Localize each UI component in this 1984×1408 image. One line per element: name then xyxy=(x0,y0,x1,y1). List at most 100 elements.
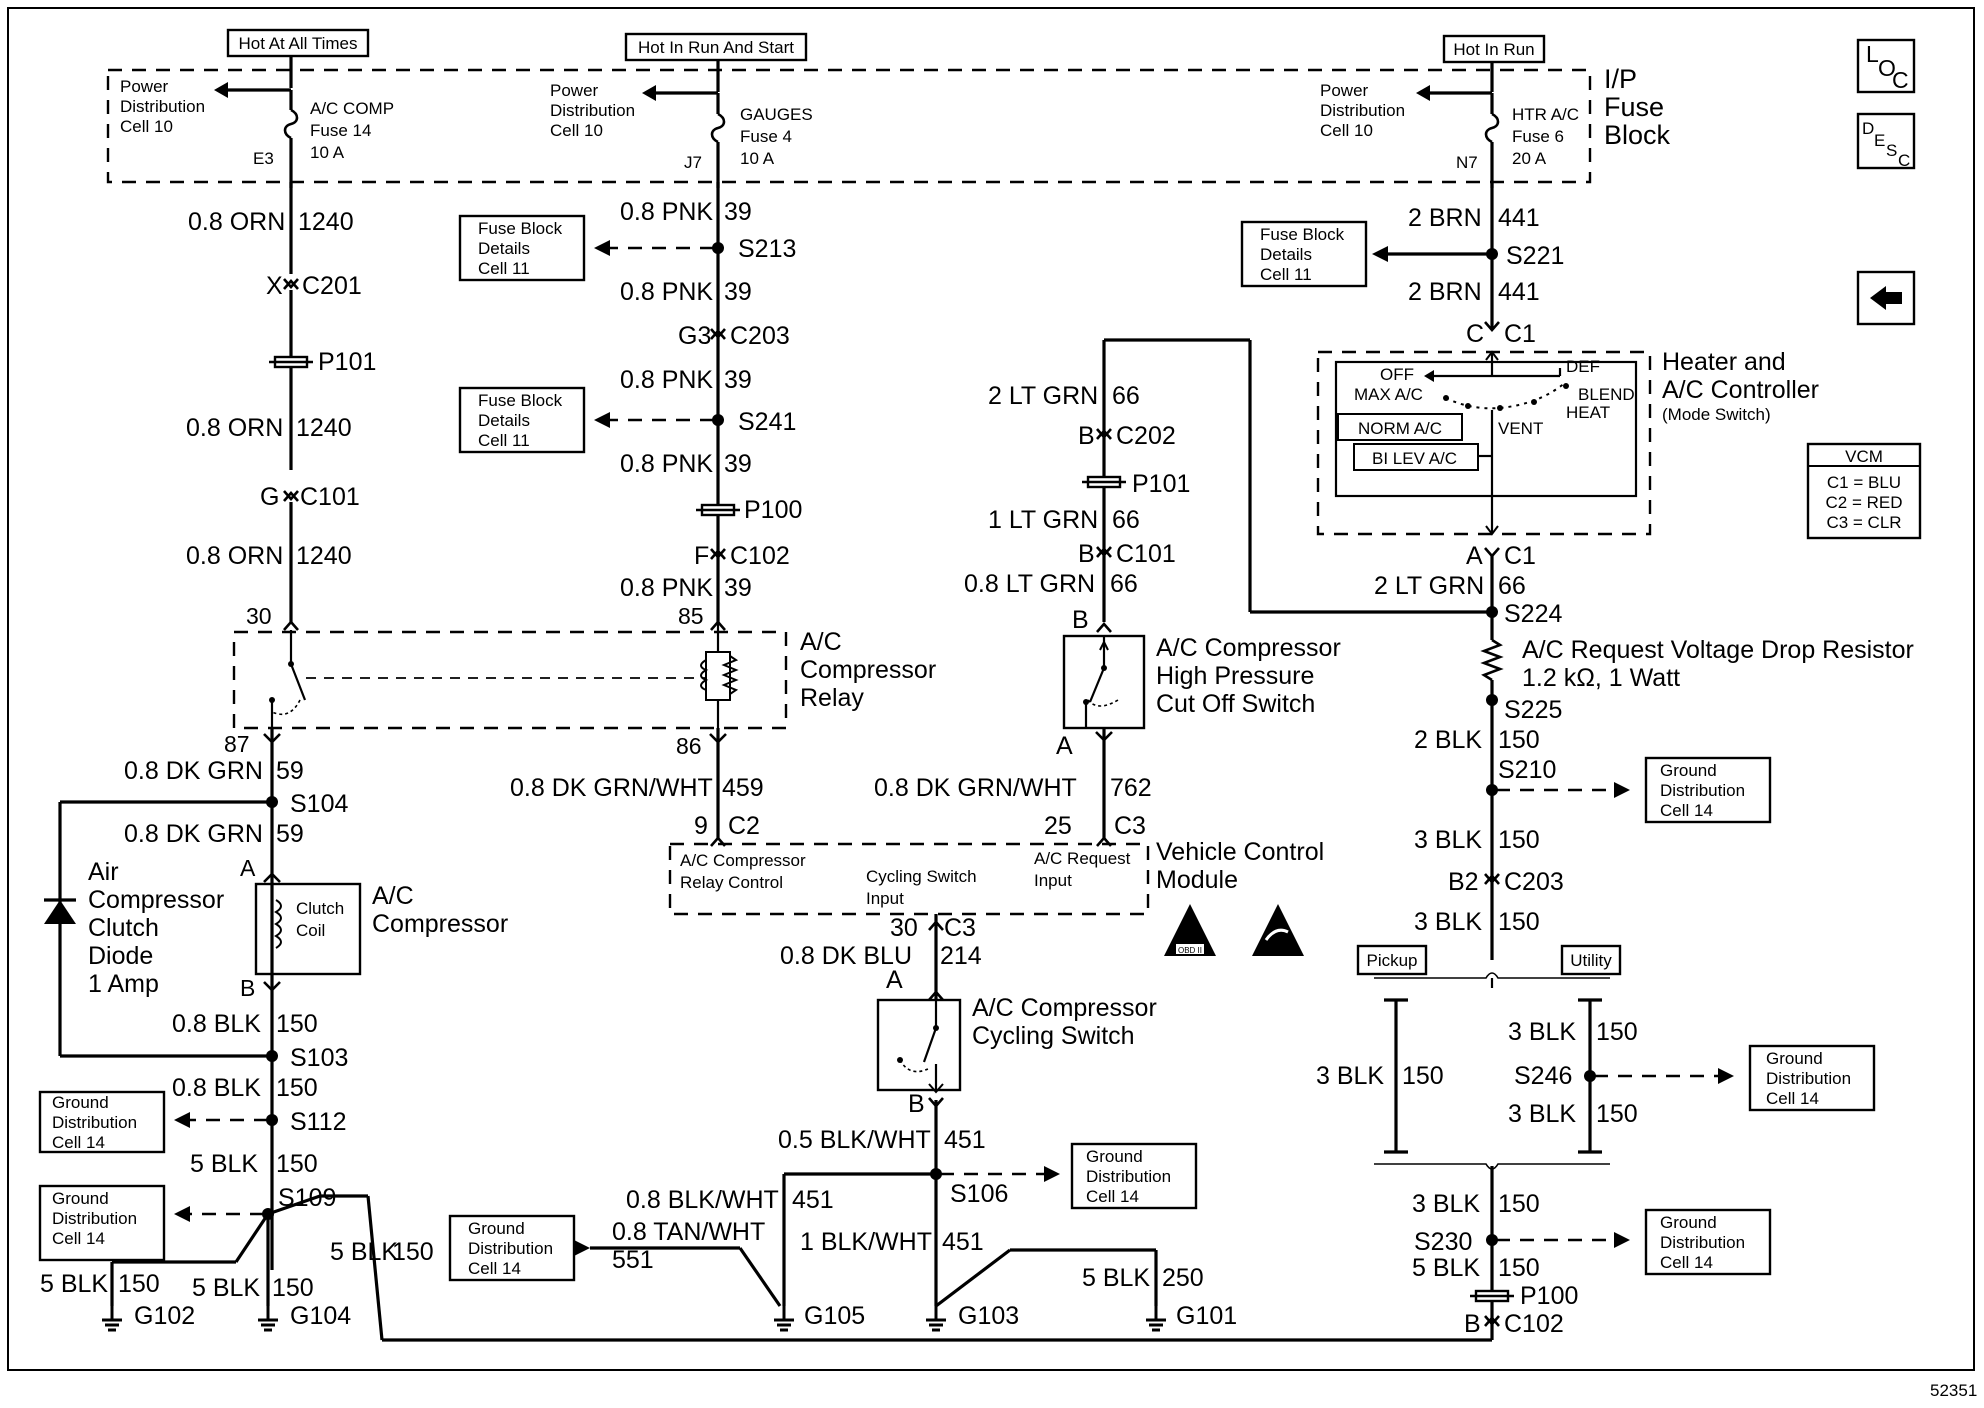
svg-text:O: O xyxy=(1878,55,1896,81)
p101-left xyxy=(267,355,315,369)
mode-vent[interactable]: VENT xyxy=(1498,419,1543,438)
cycling-switch-box xyxy=(876,998,962,1092)
controller-label: Heater and A/C Controller (Mode Switch) xyxy=(1662,348,1819,424)
ground-distribution-ref-s112[interactable]: Ground Distribution Cell 14 xyxy=(38,1090,166,1154)
svg-text:Cell 10: Cell 10 xyxy=(1320,121,1373,140)
mode-heat[interactable]: HEAT xyxy=(1566,403,1610,422)
splice-s230 xyxy=(1486,1234,1498,1246)
mid-power-distribution: Power Distribution Cell 10 xyxy=(550,81,635,140)
mode-norm-ac[interactable]: NORM A/C xyxy=(1358,419,1442,438)
ground-distribution-ref-s109[interactable]: Ground Distribution Cell 14 xyxy=(38,1184,166,1262)
wire-214: 214 xyxy=(940,942,982,970)
ground-distribution-ref-s106[interactable]: Ground Distribution Cell 14 xyxy=(1070,1142,1198,1210)
ground-distribution-ref-g105[interactable]: Ground Distribution Cell 14 xyxy=(448,1214,576,1282)
wire-0-8-orn-2: 0.8 ORN xyxy=(186,414,283,442)
fuse-block-label-line2: Fuse xyxy=(1604,92,1664,122)
wire-3-blk-3: 3 BLK xyxy=(1412,1190,1480,1218)
wire-39-3: 39 xyxy=(724,366,752,394)
splice-s112 xyxy=(266,1114,278,1126)
wire-762: 762 xyxy=(1110,774,1152,802)
desc-icon[interactable]: D E S C xyxy=(1856,112,1916,170)
wire-3-blk-2: 3 BLK xyxy=(1414,908,1482,936)
p101-right-label: P101 xyxy=(1132,470,1190,498)
splice-s210 xyxy=(1486,784,1498,796)
ground-distribution-ref-s230[interactable]: Ground Distribution Cell 14 xyxy=(1644,1208,1772,1276)
svg-text:A/C Compressor: A/C Compressor xyxy=(680,851,806,870)
fuse-block-details-ref-s221[interactable]: Fuse Block Details Cell 11 xyxy=(1240,220,1368,288)
wire-5-blk-1: 5 BLK xyxy=(190,1150,258,1178)
svg-text:Diode: Diode xyxy=(88,942,153,970)
wire-66-1: 66 xyxy=(1112,382,1140,410)
fuse-block-label-line3: Block xyxy=(1604,120,1671,150)
ground-distribution-ref-s210[interactable]: Ground Distribution Cell 14 xyxy=(1644,756,1772,824)
fuse-6-label: HTR A/C Fuse 6 20 A xyxy=(1512,105,1579,168)
svg-text:Power: Power xyxy=(120,77,169,96)
p101-right xyxy=(1080,475,1128,489)
svg-text:Relay: Relay xyxy=(800,684,864,712)
figure-number: 52351 xyxy=(1930,1381,1977,1400)
mode-def[interactable]: DEF xyxy=(1566,357,1600,376)
back-arrow-icon[interactable] xyxy=(1856,270,1916,326)
wire-2-blk: 2 BLK xyxy=(1414,726,1482,754)
fuse-block-outline xyxy=(106,68,1592,184)
svg-text:Cell 14: Cell 14 xyxy=(52,1133,105,1152)
fuse-block-details-ref-s213[interactable]: Fuse Block Details Cell 11 xyxy=(458,214,586,282)
wire-pnk-4: 0.8 PNK xyxy=(620,450,713,478)
loc-icon[interactable]: L O C xyxy=(1856,38,1916,94)
svg-text:Cycling Switch: Cycling Switch xyxy=(866,867,977,886)
wire-pickup-150: 150 xyxy=(1402,1062,1444,1090)
fuse-block-details-ref-s241[interactable]: Fuse Block Details Cell 11 xyxy=(458,386,586,454)
wire-459: 459 xyxy=(722,774,764,802)
vcm-c3-label: C3 xyxy=(1114,812,1146,840)
mode-bi-lev-ac[interactable]: BI LEV A/C xyxy=(1372,449,1457,468)
wire-5-blk-r: 5 BLK xyxy=(1412,1254,1480,1282)
svg-text:HTR A/C: HTR A/C xyxy=(1512,105,1579,124)
wire-0-8-blk-1: 0.8 BLK xyxy=(172,1010,261,1038)
diode-symbol xyxy=(44,900,76,924)
ground-distribution-ref-s246[interactable]: Ground Distribution Cell 14 xyxy=(1748,1044,1876,1112)
s104-label: S104 xyxy=(290,790,348,818)
fuse-4-label: GAUGES Fuse 4 10 A xyxy=(740,105,813,168)
cycling-pin-a: A xyxy=(886,966,903,994)
svg-text:Ground: Ground xyxy=(1086,1147,1143,1166)
svg-text:Heater and: Heater and xyxy=(1662,348,1786,376)
svg-text:Input: Input xyxy=(1034,871,1072,890)
c102-right-label: C102 xyxy=(1504,1310,1564,1338)
wire-150-3: 150 xyxy=(276,1150,318,1178)
mode-blend[interactable]: BLEND xyxy=(1578,385,1635,404)
hp-switch-pin-b: B xyxy=(1072,606,1089,634)
fuse-block-label-line1: I/P xyxy=(1604,64,1637,94)
wire-pickup-3-blk: 3 BLK xyxy=(1316,1062,1384,1090)
svg-text:Cell 11: Cell 11 xyxy=(478,259,530,278)
obd-ii-icon: OBD II xyxy=(1164,904,1216,956)
wire-pnk-3: 0.8 PNK xyxy=(620,366,713,394)
diode-label: Air Compressor Clutch Diode 1 Amp xyxy=(88,858,224,998)
c1-label: C1 xyxy=(1504,320,1536,348)
svg-text:Distribution: Distribution xyxy=(1766,1069,1851,1088)
compressor-label: A/C Compressor xyxy=(372,882,508,938)
wire-0-8-blk-2: 0.8 BLK xyxy=(172,1074,261,1102)
svg-text:Power: Power xyxy=(550,81,599,100)
wire-pnk-1: 0.8 PNK xyxy=(620,198,713,226)
c201-label: C201 xyxy=(302,272,362,300)
wire-2-lt-grn-right: 2 LT GRN xyxy=(1374,572,1484,600)
splice-s221 xyxy=(1486,248,1498,260)
c203-mid-label: C203 xyxy=(730,322,790,350)
wire-dk-grn-wht-459: 0.8 DK GRN/WHT xyxy=(510,774,713,802)
wire-0-8-orn-3: 0.8 ORN xyxy=(186,542,283,570)
relay-pin-87: 87 xyxy=(224,731,250,757)
fuse-4-symbol xyxy=(710,112,726,144)
compressor-pin-b: B xyxy=(240,975,255,1001)
vcm-relay-control-label: A/C Compressor Relay Control xyxy=(680,851,806,892)
svg-text:A/C Compressor: A/C Compressor xyxy=(1156,634,1341,662)
p100-right-label: P100 xyxy=(1520,1282,1578,1310)
mode-max-ac[interactable]: MAX A/C xyxy=(1354,385,1423,404)
mode-off[interactable]: OFF xyxy=(1380,365,1414,384)
svg-text:10 A: 10 A xyxy=(740,149,775,168)
p101-left-label: P101 xyxy=(318,348,376,376)
svg-text:1.2 kΩ, 1 Watt: 1.2 kΩ, 1 Watt xyxy=(1522,664,1680,692)
pin-e3: E3 xyxy=(253,149,274,168)
vcm-pin-30: 30 xyxy=(890,914,918,942)
ground-g105-icon xyxy=(772,1304,796,1332)
wire-0-8-orn-1: 0.8 ORN xyxy=(188,208,285,236)
